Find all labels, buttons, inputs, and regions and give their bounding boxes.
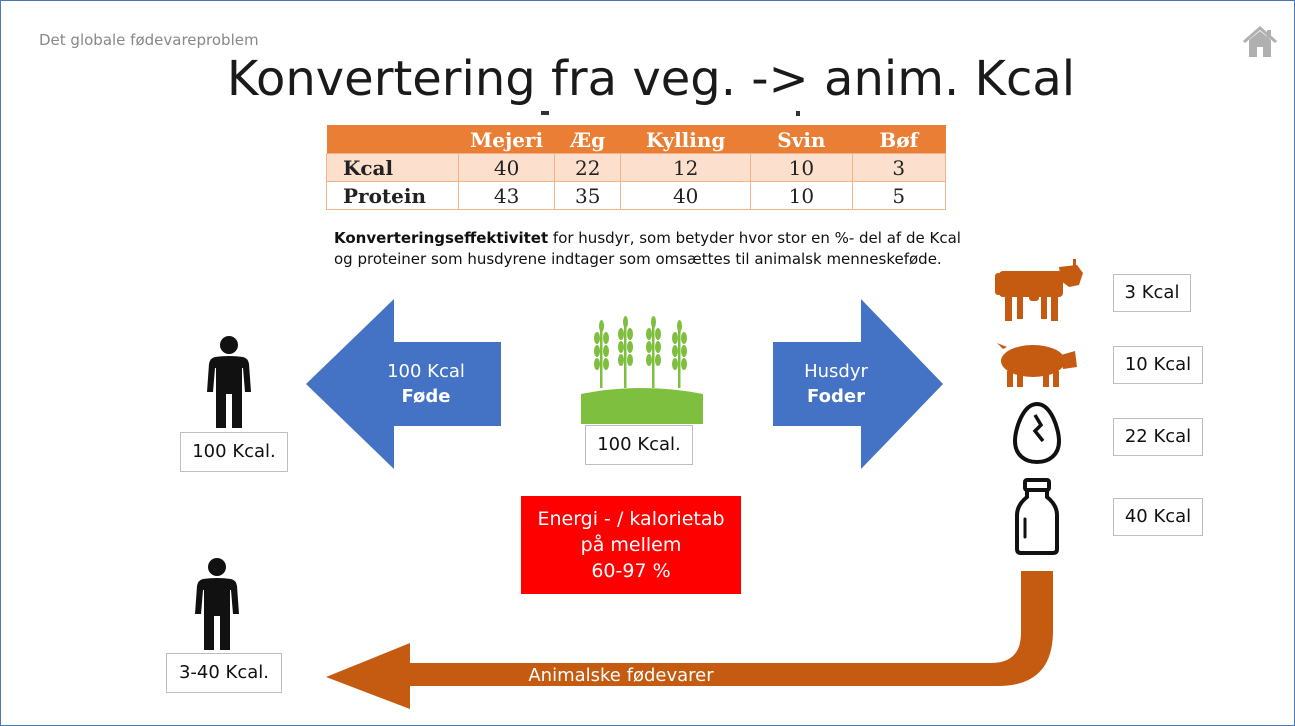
person-icon bbox=[207, 336, 251, 428]
right-arrow-label: Husdyr Foder bbox=[776, 359, 896, 409]
table-cell: 43 bbox=[457, 181, 556, 210]
right-arrow-shape bbox=[773, 299, 943, 469]
milk-bottle-icon bbox=[1015, 478, 1059, 555]
energy-loss-line3: 60-97 % bbox=[591, 560, 671, 582]
column-header: Svin bbox=[750, 125, 853, 154]
column-header: Kylling bbox=[620, 125, 751, 154]
left-arrow-shape bbox=[306, 299, 501, 469]
person-icon bbox=[195, 558, 239, 650]
table-row: Protein 43 35 40 10 5 bbox=[326, 181, 947, 210]
column-header: Mejeri bbox=[458, 125, 555, 154]
table-cell: 40 bbox=[457, 153, 556, 182]
left-arrow-label: 100 Kcal Føde bbox=[366, 359, 486, 409]
left-arrow-line2: Føde bbox=[401, 386, 451, 407]
animal-kcal-label: 3 Kcal bbox=[1113, 274, 1191, 312]
animal-kcal-label: 22 Kcal bbox=[1113, 418, 1203, 456]
table-cell: 12 bbox=[620, 153, 752, 182]
table-cell: 35 bbox=[554, 181, 622, 210]
wheat-field-icon bbox=[581, 316, 703, 424]
animal-food-arrow-shape bbox=[326, 571, 1053, 709]
table-cell: 40 bbox=[620, 181, 752, 210]
animal-kcal-label: 10 Kcal bbox=[1113, 346, 1203, 384]
table-cell: 5 bbox=[851, 181, 947, 210]
slide-title: Konvertering fra veg. -> anim. Kcal bbox=[226, 51, 1076, 107]
column-header: Æg bbox=[554, 125, 621, 154]
right-arrow-line2: Foder bbox=[807, 386, 865, 407]
table-cell: 22 bbox=[554, 153, 622, 182]
pig-icon bbox=[997, 343, 1077, 387]
bottom-arrow-label: Animalske fødevarer bbox=[528, 665, 714, 686]
description-bold: Konverteringseffektivitet bbox=[334, 229, 549, 247]
table-cell: 10 bbox=[750, 153, 853, 182]
egg-icon bbox=[1012, 401, 1062, 465]
description-text: Konverteringseffektivitet for husdyr, so… bbox=[334, 228, 974, 270]
column-header: Bøf bbox=[852, 125, 946, 154]
table-row: Kcal 40 22 12 10 3 bbox=[326, 153, 947, 182]
table-cell: 3 bbox=[851, 153, 947, 182]
grain-kcal-label: 100 Kcal. bbox=[585, 425, 693, 465]
energy-loss-line2: på mellem bbox=[580, 534, 682, 556]
home-icon[interactable] bbox=[1242, 25, 1278, 59]
table-cell: 10 bbox=[750, 181, 853, 210]
conversion-table: Mejeri Æg Kylling Svin Bøf Kcal 40 22 12… bbox=[326, 125, 947, 210]
table-header-row: Mejeri Æg Kylling Svin Bøf bbox=[326, 125, 946, 154]
person-bottom-kcal-label: 3-40 Kcal. bbox=[166, 653, 282, 693]
left-arrow-line1: 100 Kcal bbox=[387, 361, 465, 382]
cropped-text-remnant bbox=[541, 111, 800, 116]
row-label: Kcal bbox=[326, 153, 459, 182]
section-label: Det globale fødevareproblem bbox=[39, 31, 259, 49]
table-corner bbox=[326, 125, 459, 154]
energy-loss-box: Energi - / kalorietab på mellem 60-97 % bbox=[521, 496, 741, 594]
energy-loss-line1: Energi - / kalorietab bbox=[537, 508, 725, 530]
animal-kcal-label: 40 Kcal bbox=[1113, 498, 1203, 536]
cow-icon bbox=[995, 259, 1083, 321]
person-top-kcal-label: 100 Kcal. bbox=[180, 432, 288, 472]
row-label: Protein bbox=[326, 181, 459, 210]
description-rest: for husdyr, som betyder hvor stor en %- … bbox=[334, 229, 961, 268]
right-arrow-line1: Husdyr bbox=[804, 361, 868, 382]
